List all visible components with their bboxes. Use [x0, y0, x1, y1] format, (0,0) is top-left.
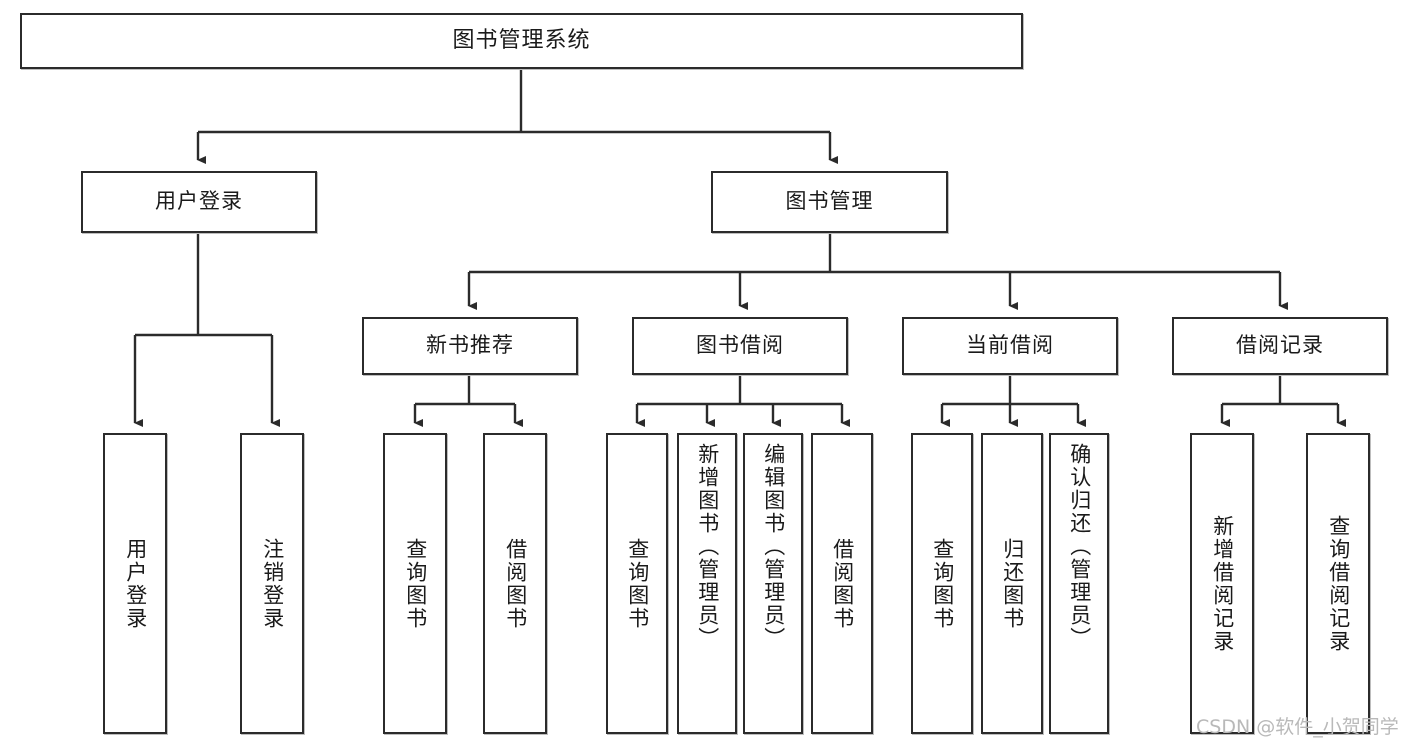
node-user-login[interactable]: 用户登录	[81, 171, 317, 233]
leaf-user-login-login[interactable]: 用户登录	[103, 433, 167, 734]
node-current-borrow[interactable]: 当前借阅	[902, 317, 1118, 375]
leaf-book-borrow-borrow-book-label: 借阅图书	[830, 537, 855, 630]
leaf-new-book-borrow-book-label: 借阅图书	[503, 537, 528, 630]
node-borrow-record-label: 借阅记录	[1236, 333, 1324, 358]
leaf-user-login-login-label: 用户登录	[123, 537, 148, 630]
leaf-book-borrow-query-book-label: 查询图书	[625, 537, 650, 630]
leaf-current-borrow-return-book-label: 归还图书	[1000, 537, 1025, 630]
leaf-book-borrow-edit-book[interactable]: 编辑图书（管理员）	[743, 433, 803, 734]
leaf-new-book-query-book-label: 查询图书	[403, 537, 428, 630]
node-current-borrow-label: 当前借阅	[966, 333, 1054, 358]
node-book-management[interactable]: 图书管理	[711, 171, 948, 233]
leaf-current-borrow-query-book[interactable]: 查询图书	[911, 433, 973, 734]
leaf-user-login-logout-label: 注销登录	[260, 537, 285, 630]
node-new-book-recommend-label: 新书推荐	[426, 333, 514, 358]
leaf-user-login-logout[interactable]: 注销登录	[240, 433, 304, 734]
node-book-borrow-label: 图书借阅	[696, 333, 784, 358]
leaf-current-borrow-return-book[interactable]: 归还图书	[981, 433, 1043, 734]
leaf-borrow-record-query-record[interactable]: 查询借阅记录	[1306, 433, 1370, 734]
leaf-book-borrow-edit-book-label: 编辑图书（管理员）	[761, 443, 786, 650]
node-new-book-recommend[interactable]: 新书推荐	[362, 317, 578, 375]
leaf-borrow-record-add-record[interactable]: 新增借阅记录	[1190, 433, 1254, 734]
node-user-login-label: 用户登录	[155, 189, 243, 214]
node-book-borrow[interactable]: 图书借阅	[632, 317, 848, 375]
leaf-new-book-borrow-book[interactable]: 借阅图书	[483, 433, 547, 734]
node-root-book-management-system[interactable]: 图书管理系统	[20, 13, 1023, 69]
leaf-borrow-record-query-record-label: 查询借阅记录	[1326, 514, 1351, 653]
leaf-current-borrow-confirm-return-label: 确认归还（管理员）	[1067, 443, 1092, 650]
node-borrow-record[interactable]: 借阅记录	[1172, 317, 1388, 375]
leaf-book-borrow-add-book[interactable]: 新增图书（管理员）	[677, 433, 737, 734]
csdn-watermark-text: CSDN @软件_小贺同学	[1196, 716, 1399, 738]
leaf-book-borrow-borrow-book[interactable]: 借阅图书	[811, 433, 873, 734]
leaf-book-borrow-add-book-label: 新增图书（管理员）	[695, 443, 720, 650]
leaf-borrow-record-add-record-label: 新增借阅记录	[1210, 514, 1235, 653]
node-root-label: 图书管理系统	[452, 27, 591, 53]
leaf-book-borrow-query-book[interactable]: 查询图书	[606, 433, 668, 734]
csdn-watermark: CSDN @软件_小贺同学	[1196, 712, 1399, 739]
leaf-new-book-query-book[interactable]: 查询图书	[383, 433, 447, 734]
leaf-current-borrow-confirm-return[interactable]: 确认归还（管理员）	[1049, 433, 1109, 734]
leaf-current-borrow-query-book-label: 查询图书	[930, 537, 955, 630]
node-book-management-label: 图书管理	[785, 189, 874, 214]
